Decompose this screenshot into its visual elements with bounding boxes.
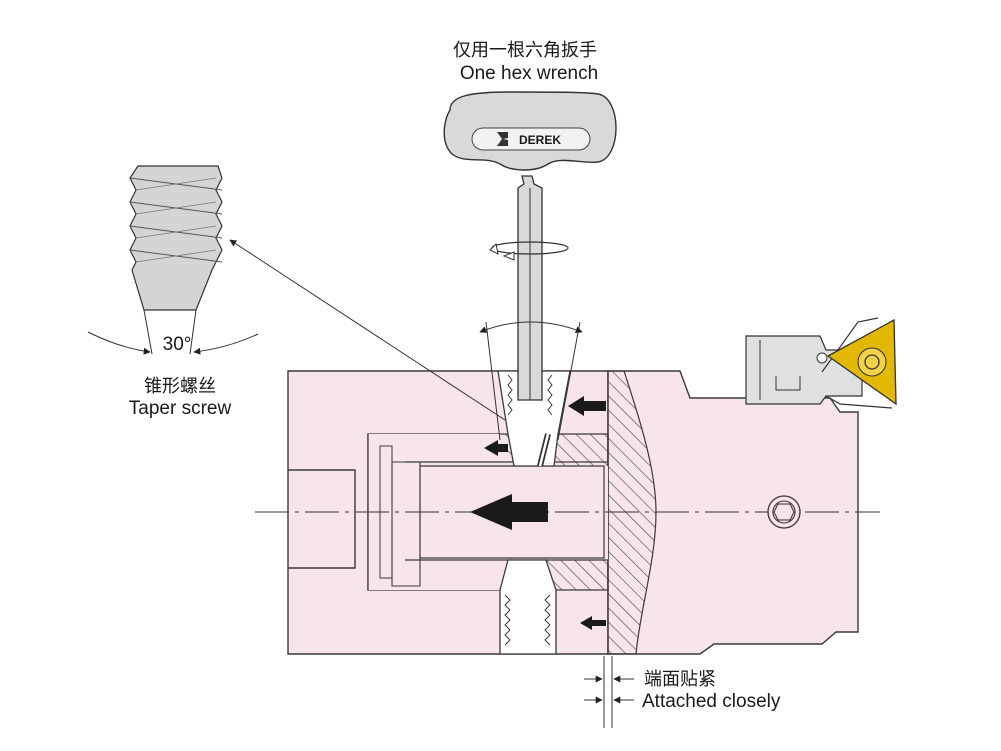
upper-screw-hole (497, 370, 571, 467)
taper-label-en: Taper screw (129, 398, 232, 419)
leader-line (229, 239, 506, 421)
wrench-label-cn: 仅用一根六角扳手 (453, 40, 597, 61)
wrench-brand: DEREK (519, 133, 561, 147)
angle-label: 30° (163, 334, 192, 355)
force-arrows (470, 396, 606, 630)
wrench-label-en: One hex wrench (460, 63, 598, 84)
taper-label-cn: 锥形螺丝 (144, 376, 216, 397)
lower-screw-hole (499, 559, 557, 655)
angle-indicator (479, 321, 583, 441)
hex-wrench-icon (443, 91, 617, 401)
cap-screw-icon (767, 495, 801, 529)
attached-label-en: Attached closely (642, 691, 781, 712)
insert-holder (745, 317, 897, 409)
attached-dimension (584, 656, 634, 728)
attached-label-cn: 端面贴紧 (644, 669, 716, 690)
taper-screw-icon (87, 165, 259, 355)
